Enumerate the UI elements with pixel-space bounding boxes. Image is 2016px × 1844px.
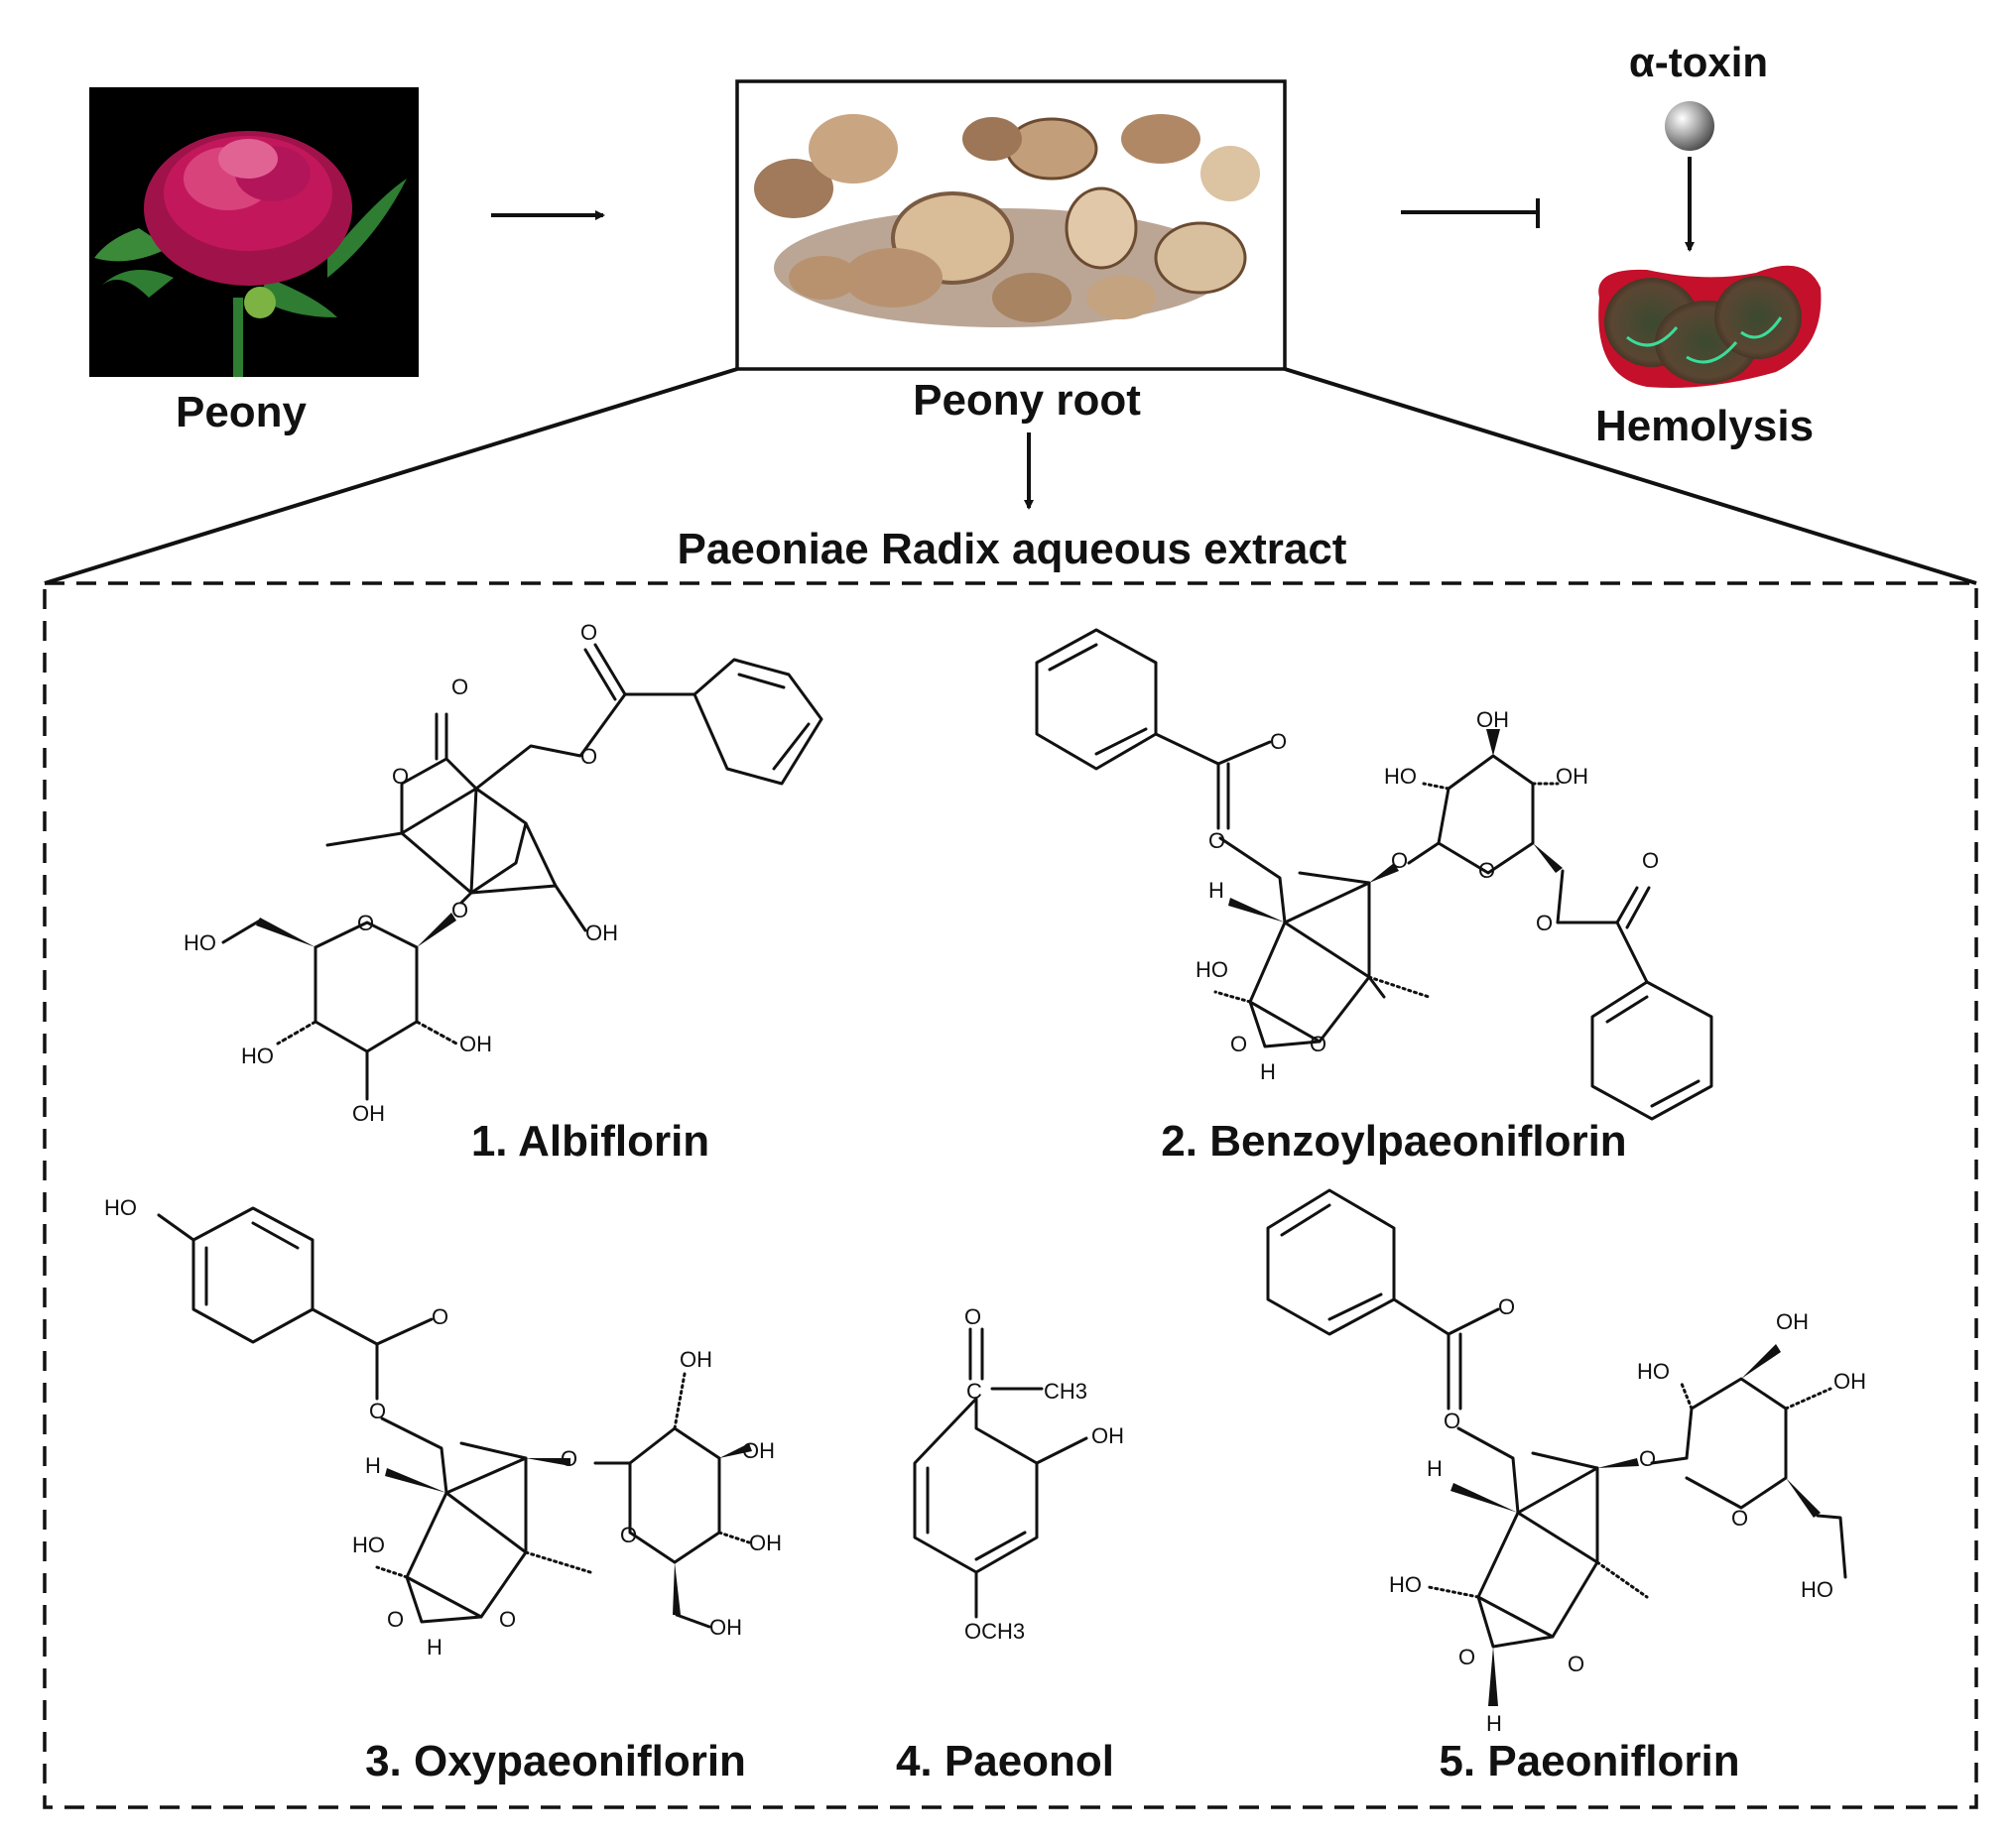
atom-label: HO [184, 930, 216, 955]
atom-label: O [561, 1446, 577, 1471]
atom-label: O [451, 898, 468, 922]
atom-label: O [1639, 1446, 1656, 1471]
hemolysis-label: Hemolysis [1595, 402, 1814, 450]
structure-oxypaeoniflorin: HO O O H HO O O H O O OH OH OH OH [104, 1195, 782, 1660]
atom-label: O [1536, 911, 1553, 935]
peony-photo [89, 87, 419, 377]
atom-label: H [1486, 1711, 1502, 1736]
atom-label: O [580, 744, 597, 769]
atom-label: HO [1637, 1359, 1670, 1384]
atom-label: OCH3 [964, 1619, 1025, 1644]
atom-label: O [387, 1607, 404, 1632]
atom-label: O [1458, 1645, 1475, 1669]
atom-label: HO [1801, 1577, 1833, 1602]
structure-benzoylpaeoniflorin: O O H HO O O H O O OH HO OH O O [1035, 628, 1713, 1121]
atom-label: OH [742, 1438, 775, 1463]
atom-label: O [432, 1304, 448, 1329]
atom-label: OH [1833, 1369, 1866, 1394]
atom-label: O [1208, 828, 1225, 853]
atom-label: OH [1476, 707, 1509, 732]
atom-label: H [1260, 1059, 1276, 1084]
atom-label: OH [459, 1032, 492, 1056]
toxin-label: α-toxin [1629, 39, 1768, 85]
atom-label: HO [352, 1533, 385, 1557]
atom-label: O [1230, 1032, 1247, 1056]
compound-2-name: 2. Benzoylpaeoniflorin [1161, 1117, 1626, 1166]
atom-label: O [451, 675, 468, 699]
atom-label: H [365, 1453, 381, 1478]
atom-label: HO [241, 1044, 274, 1068]
atom-label: OH [1091, 1423, 1124, 1448]
atom-label: H [427, 1635, 442, 1660]
atom-label: O [499, 1607, 516, 1632]
atom-label: HO [104, 1195, 137, 1220]
atom-label: HO [1389, 1572, 1422, 1597]
zoom-line-right [1284, 367, 1977, 585]
atom-label: OH [680, 1347, 712, 1372]
atom-label: OH [749, 1531, 782, 1555]
peony-root-label: Peony root [913, 376, 1141, 425]
atom-label: O [392, 764, 409, 789]
compound-3-name: 3. Oxypaeoniflorin [365, 1737, 746, 1785]
atom-label: OH [352, 1101, 385, 1126]
atom-label: OH [709, 1615, 742, 1640]
peony-root-photo [735, 79, 1287, 371]
hemolysis-image [1598, 265, 1822, 388]
zoom-line-left [44, 367, 738, 585]
atom-label: C [966, 1379, 982, 1404]
compound-1-name: 1. Albiflorin [471, 1117, 709, 1166]
atom-label: HO [1384, 764, 1417, 789]
atom-label: O [1310, 1032, 1326, 1056]
atom-label: O [1568, 1652, 1584, 1676]
atom-label: O [580, 620, 597, 645]
atom-label: O [1642, 848, 1659, 873]
atom-label: O [1391, 848, 1408, 873]
compounds-box [43, 581, 1978, 1809]
compound-4-name: 4. Paeonol [896, 1737, 1114, 1785]
atom-label: CH3 [1044, 1379, 1087, 1404]
extract-label: Paeoniae Radix aqueous extract [678, 525, 1347, 573]
structure-albiflorin: O O O O O O OH HO HO OH OH [184, 620, 823, 1126]
compound-5-name: 5. Paeoniflorin [1439, 1737, 1739, 1785]
atom-label: O [357, 911, 374, 935]
atom-label: O [620, 1523, 637, 1547]
atom-label: O [1731, 1506, 1748, 1531]
atom-label: O [1498, 1294, 1515, 1319]
atom-label: OH [1556, 764, 1588, 789]
atom-label: OH [1776, 1309, 1809, 1334]
atom-label: O [964, 1304, 981, 1329]
peony-label: Peony [176, 388, 308, 436]
atom-label: OH [585, 921, 618, 945]
toxin-sphere [1665, 101, 1714, 151]
structure-paeoniflorin: O O H HO O O H O O OH HO OH HO [1266, 1188, 1866, 1736]
atom-label: O [1444, 1409, 1460, 1433]
atom-label: O [1478, 858, 1495, 883]
atom-label: O [369, 1399, 386, 1423]
atom-label: H [1427, 1456, 1443, 1481]
atom-label: H [1208, 878, 1224, 903]
atom-label: O [1270, 729, 1287, 754]
structure-paeonol: O C CH3 OH OCH3 [913, 1304, 1124, 1644]
atom-label: HO [1196, 957, 1228, 982]
